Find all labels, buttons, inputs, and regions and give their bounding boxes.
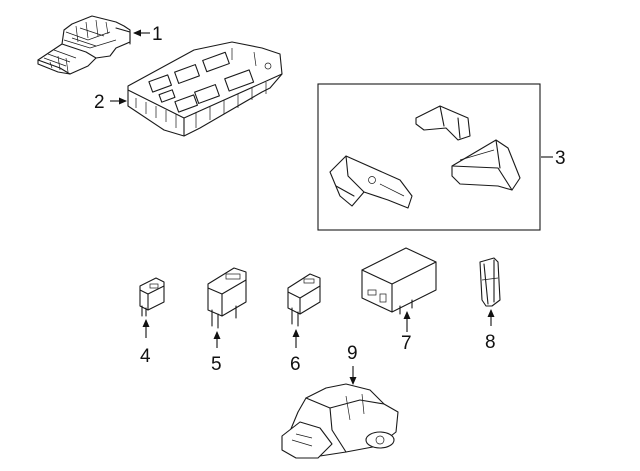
svg-text:5: 5 (211, 354, 222, 375)
callout-2: 2 (94, 92, 127, 113)
cover-icon[interactable] (37, 15, 131, 75)
callout-4: 4 (140, 319, 151, 367)
callout-3: 3 (541, 148, 566, 169)
callout-6: 6 (290, 329, 301, 375)
callout-8: 8 (485, 309, 496, 353)
brackets-group (317, 83, 541, 231)
fuse-icon[interactable] (287, 273, 321, 327)
callout-5: 5 (211, 331, 222, 375)
svg-text:9: 9 (347, 343, 358, 364)
fuse-box-icon[interactable] (127, 41, 283, 137)
svg-text:7: 7 (401, 333, 412, 354)
svg-text:3: 3 (555, 148, 566, 169)
svg-text:4: 4 (140, 346, 151, 367)
callout-1: 1 (133, 24, 163, 45)
svg-text:6: 6 (290, 354, 301, 375)
callout-7: 7 (401, 311, 412, 354)
mini-fuse-icon[interactable] (139, 277, 165, 317)
puller-icon[interactable] (479, 257, 501, 307)
maxi-fuse-icon[interactable] (207, 267, 247, 329)
svg-text:1: 1 (152, 24, 163, 45)
callout-9: 9 (347, 343, 358, 385)
svg-text:8: 8 (485, 332, 496, 353)
brackets-icon[interactable] (329, 105, 521, 209)
module-icon[interactable] (281, 383, 399, 459)
svg-text:2: 2 (94, 92, 105, 113)
brackets-frame (317, 83, 541, 231)
relay-icon[interactable] (361, 247, 437, 315)
